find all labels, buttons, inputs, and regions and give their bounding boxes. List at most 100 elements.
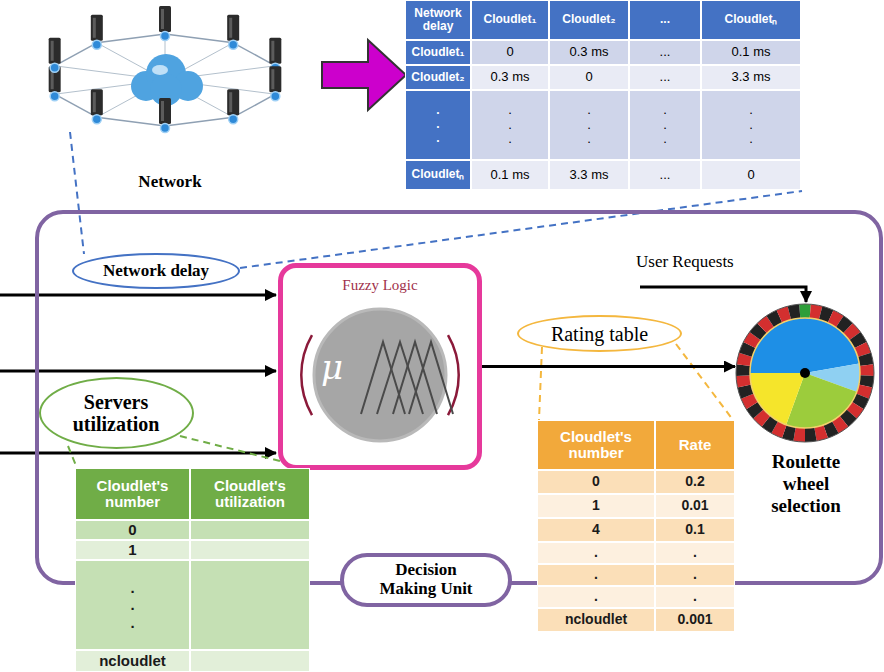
table-text: Cloudlet₂ (411, 71, 464, 84)
network-dot (161, 124, 170, 133)
rating-table-cell: . (655, 542, 735, 564)
delay-table-cell: Cloudlet₂ (549, 0, 629, 40)
delay-table-cell: 3.3 ms (701, 65, 801, 90)
table-text: . . . (435, 104, 441, 145)
delay-table-cell: 0.1 ms (471, 160, 549, 190)
server-icon (271, 69, 274, 89)
table-text: 0 (747, 168, 754, 182)
mu-symbol: μ (321, 350, 343, 384)
table-text: Cloudletₙ (725, 13, 778, 26)
network-link (97, 117, 165, 126)
utilization-table-cell (190, 560, 310, 650)
frame-title: Decision Making Unit (374, 561, 479, 598)
wheel-pocket (860, 364, 874, 376)
utilization-table-cell: ncloudlet (75, 650, 190, 672)
network-dot (50, 92, 59, 101)
utilization-table-cell (190, 650, 310, 672)
membership-function (409, 342, 453, 414)
leader-line (676, 344, 733, 420)
callout-text: Rating table (551, 323, 648, 345)
network-dot (50, 63, 59, 72)
network-link (165, 117, 233, 126)
table-text: ncloudlet (99, 653, 166, 670)
wheel-ring (750, 318, 860, 428)
delay-table-cell: 0 (471, 40, 549, 65)
callout-ellipse: Rating table (517, 315, 682, 352)
frame-title-pill: Decision Making Unit (340, 553, 512, 607)
server-icon (271, 41, 274, 61)
delay-table-cell: . . . (629, 90, 701, 160)
table-text: Cloudlet's number (538, 429, 654, 462)
roulette-illustration (735, 303, 877, 445)
server-icon (269, 66, 281, 92)
server-icon (159, 6, 171, 32)
delay-table-cell: Cloudletₙ (405, 160, 471, 190)
network-link (233, 43, 275, 66)
illustration-caption: Network (110, 172, 230, 192)
table-text: ... (660, 13, 670, 26)
rating-table-cell: 0.1 (655, 518, 735, 542)
input-arrow (0, 370, 276, 373)
table-text: 0.001 (677, 612, 712, 627)
wheel-sector (750, 373, 805, 425)
server-icon (229, 92, 232, 112)
table-text: 1 (128, 542, 136, 559)
table-text: Cloudletₙ (412, 168, 465, 181)
delay-table-cell: Cloudletₙ (701, 0, 801, 40)
table-text: . (594, 567, 598, 582)
delay-table-cell: . . . (549, 90, 629, 160)
table-text: ncloudlet (565, 612, 627, 627)
cloud-highlight (152, 65, 168, 75)
delay-table-cell: ... (629, 160, 701, 190)
rating-table-cell: Cloudlet's number (537, 420, 655, 470)
delay-table-cell: Network delay (405, 0, 471, 40)
network-dot (271, 92, 280, 101)
table-text: 0 (506, 45, 513, 59)
callout-ellipse: Servers utilization (39, 377, 194, 449)
rating-table-cell: Rate (655, 420, 735, 470)
server-icon (91, 15, 103, 41)
server-icon (227, 89, 239, 115)
table-text: 0.1 ms (490, 168, 529, 182)
server-icon (93, 18, 96, 38)
delay-table-cell: ... (629, 40, 701, 65)
leader-line (70, 132, 84, 254)
delay-table-cell: 0 (701, 160, 801, 190)
wheel-hub (800, 368, 810, 378)
wheel-rim (736, 304, 874, 442)
table-text: Cloudlet's number (76, 478, 189, 511)
delay-table-cell: Cloudlet₁ (405, 40, 471, 65)
membership-function (361, 342, 405, 414)
network-illustration (49, 6, 282, 133)
server-icon (269, 38, 281, 64)
input-arrow (0, 294, 276, 297)
delay-table-cell: Cloudlet₁ (471, 0, 549, 40)
table-text: Rate (679, 437, 712, 454)
fuzzy-logic-box: Fuzzy Logicμ (278, 263, 482, 470)
table-text: 0.2 (685, 474, 704, 489)
table-text: . (594, 545, 598, 560)
table-text: . (693, 589, 697, 604)
table-text: 4 (592, 522, 600, 537)
server-icon (229, 18, 232, 38)
rating-table-cell: 4 (537, 518, 655, 542)
network-link (97, 34, 165, 43)
server-icon (161, 9, 164, 29)
rating-table-cell: ncloudlet (537, 608, 655, 632)
table-text: 0.1 (685, 522, 704, 537)
delay-table-cell: . . . (471, 90, 549, 160)
table-text: ... (660, 168, 671, 182)
wheel-pocket (799, 304, 811, 318)
network-dot (92, 115, 101, 124)
delay-table-cell: ... (629, 65, 701, 90)
table-text: ... (660, 70, 671, 84)
network-dot (92, 40, 101, 49)
wheel-sector (750, 318, 859, 373)
fuzzy-circle (314, 309, 446, 441)
table-text: 0.1 ms (731, 45, 770, 59)
membership-function (393, 342, 437, 414)
wheel-pocket (736, 364, 750, 376)
utilization-table-cell (190, 520, 310, 540)
delay-table-cell: 0.3 ms (471, 65, 549, 90)
leader-line (539, 347, 542, 420)
